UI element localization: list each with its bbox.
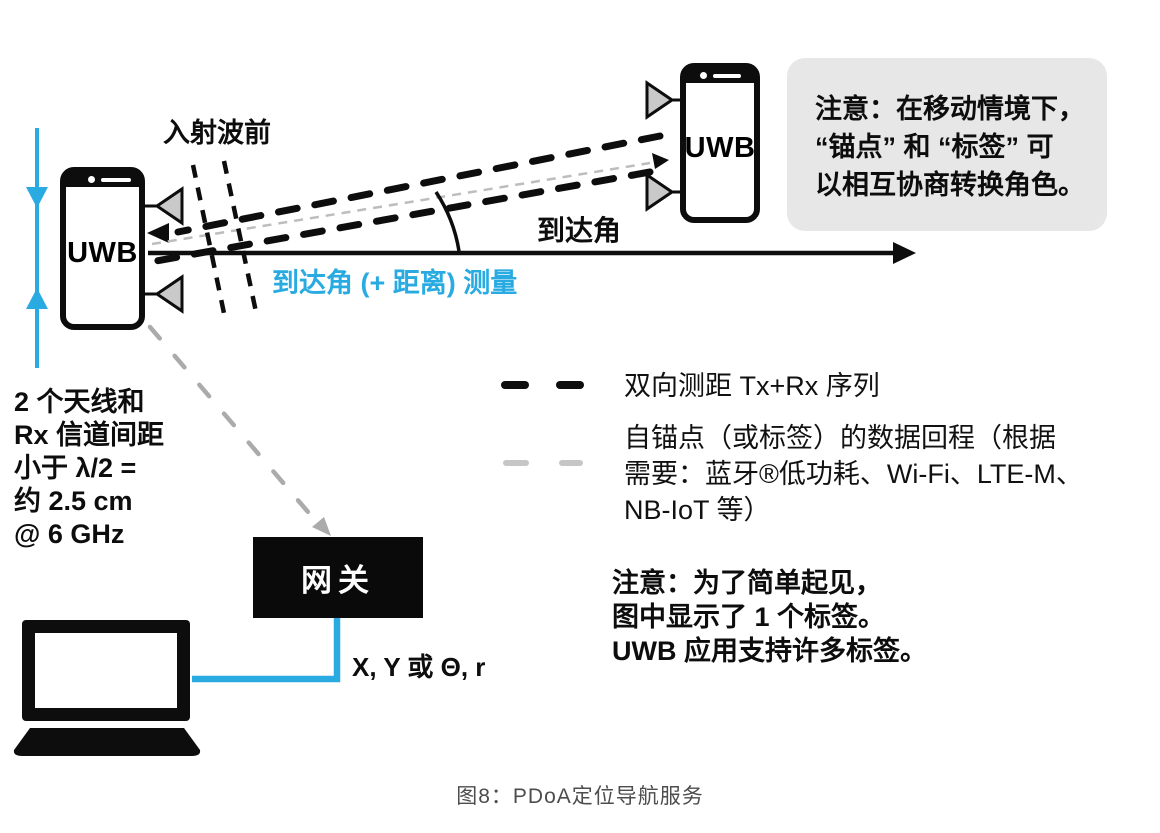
uwb-tag-phone: UWB xyxy=(680,63,760,223)
speaker-slot-icon xyxy=(713,74,741,78)
aoa-measurement-label: 到达角 (+ 距离) 测量 xyxy=(272,268,518,298)
tag-antenna-icon xyxy=(645,80,681,212)
phone-top-bar xyxy=(65,172,140,187)
ranging-ray-lines xyxy=(152,132,664,265)
wavefront-label: 入射波前 xyxy=(163,118,271,148)
gateway-box: 网关 xyxy=(253,537,423,618)
sightline-dashed xyxy=(151,153,669,246)
backhaul-arrowhead-icon xyxy=(312,517,331,536)
legend-backhaul-label: 自锚点（或标签）的数据回程（根据 需要：蓝牙®低功耗、Wi-Fi、LTE-M、 … xyxy=(624,423,1083,525)
sightline-arrowhead-icon xyxy=(652,153,669,169)
antenna-spacing-arrow-icon xyxy=(26,128,48,368)
laptop-icon xyxy=(13,620,201,756)
aoa-label: 到达角 xyxy=(537,215,622,246)
legend-ranging-label: 双向测距 Tx+Rx 序列 xyxy=(624,371,880,401)
antenna-spacing-note: 2 个天线和 Rx 信道间距 小于 λ/2 = 约 2.5 cm @ 6 GHz xyxy=(14,387,165,549)
tag-count-note: 注意：为了简单起见， 图中显示了 1 个标签。 UWB 应用支持许多标签。 xyxy=(612,568,927,666)
mobility-note-box: 注意：在移动情境下， “锚点” 和 “标签” 可 以相互协商转换角色。 xyxy=(787,58,1107,231)
aoa-axis xyxy=(148,242,916,264)
uwb-anchor-phone: UWB xyxy=(60,167,145,330)
anchor-phone-label: UWB xyxy=(67,237,138,269)
coordinates-label: X, Y 或 Θ, r xyxy=(352,652,486,682)
phone-top-bar xyxy=(685,68,755,83)
ranging-arrowhead-icon xyxy=(147,223,169,243)
anchor-antenna-icon xyxy=(145,186,184,314)
aoa-angle-arc xyxy=(434,191,461,252)
camera-dot-icon xyxy=(700,72,707,79)
legend-key-backhaul-icon xyxy=(503,460,583,466)
camera-dot-icon xyxy=(88,176,95,183)
speaker-slot-icon xyxy=(101,178,131,182)
backhaul-line xyxy=(147,324,331,536)
tag-phone-label: UWB xyxy=(684,131,756,164)
figure-caption: 图8：PDoA定位导航服务 xyxy=(456,785,704,808)
axis-arrowhead-icon xyxy=(893,242,916,264)
wavefront-lines xyxy=(190,160,259,319)
legend-key-ranging-icon xyxy=(501,381,584,389)
gateway-laptop-connector xyxy=(192,618,341,683)
gateway-label: 网关 xyxy=(301,563,375,598)
